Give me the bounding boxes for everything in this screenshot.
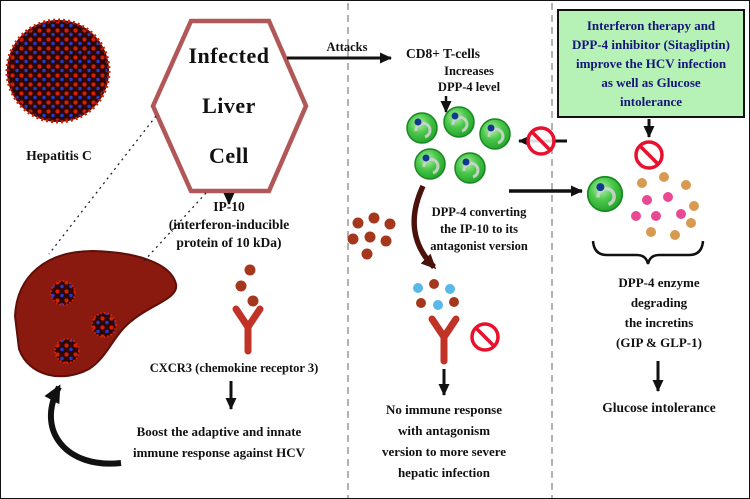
liver-icon	[13, 249, 178, 378]
no-immune-response-label: No immune response with antagonism versi…	[381, 402, 507, 480]
boost-immune-label: Boost the adaptive and innate immune res…	[132, 424, 306, 460]
dpp4-enzyme-cell-icon	[586, 175, 624, 213]
increases-dpp4-label: Increases DPP-4 level	[437, 64, 501, 94]
section-separators	[347, 3, 553, 498]
prohibition-icon	[526, 126, 556, 156]
t-cell-icon	[442, 105, 476, 139]
incretin-brace	[591, 240, 705, 265]
prohibition-icon	[634, 140, 664, 170]
attacks-label: Attacks	[326, 40, 368, 54]
cxcr3-receptor-icon	[236, 309, 260, 351]
incretin-dots	[631, 172, 699, 240]
virus-on-liver-icon	[50, 280, 117, 364]
infected-liver-cell-label: Infected Liver Cell	[188, 43, 270, 168]
antagonist-dots	[413, 279, 459, 310]
cxcr3-label: CXCR3 (chemokine receptor 3)	[149, 361, 319, 375]
t-cell-icon	[405, 111, 439, 145]
ip10-dots	[235, 264, 259, 307]
dpp4-converting-curved-arrow	[411, 184, 437, 270]
t-cell-icon	[478, 117, 512, 151]
boost-to-liver-curved-arrow	[44, 384, 122, 467]
arrows	[44, 52, 664, 467]
t-cell-icon	[413, 147, 447, 181]
interferon-therapy-box: Interferon therapy and DPP-4 inhibitor (…	[557, 9, 745, 118]
glucose-intolerance-label: Glucose intolerance	[602, 400, 716, 415]
cd8-t-cell-cluster	[405, 105, 512, 185]
dotted-projection-lines	[48, 115, 207, 262]
ip10-label: IP-10 (interferon-inducible protein of 1…	[168, 199, 290, 250]
blocked-receptor-icon	[432, 319, 456, 361]
hepatitis-c-virus-icon	[5, 18, 111, 124]
hepatitis-c-label: Hepatitis C	[26, 148, 92, 163]
cd8-t-cells-label: CD8+ T-cells	[405, 46, 481, 61]
dpp4-converting-label: DPP-4 converting the IP-10 to its antago…	[430, 205, 528, 253]
prohibition-icon	[470, 322, 500, 352]
dpp4-enzyme-label: DPP-4 enzyme degrading the incretins (GI…	[616, 275, 702, 350]
ip10-cluster-dots	[347, 212, 396, 260]
t-cell-icon	[453, 151, 487, 185]
infected-liver-cell-hexagon	[150, 18, 309, 194]
